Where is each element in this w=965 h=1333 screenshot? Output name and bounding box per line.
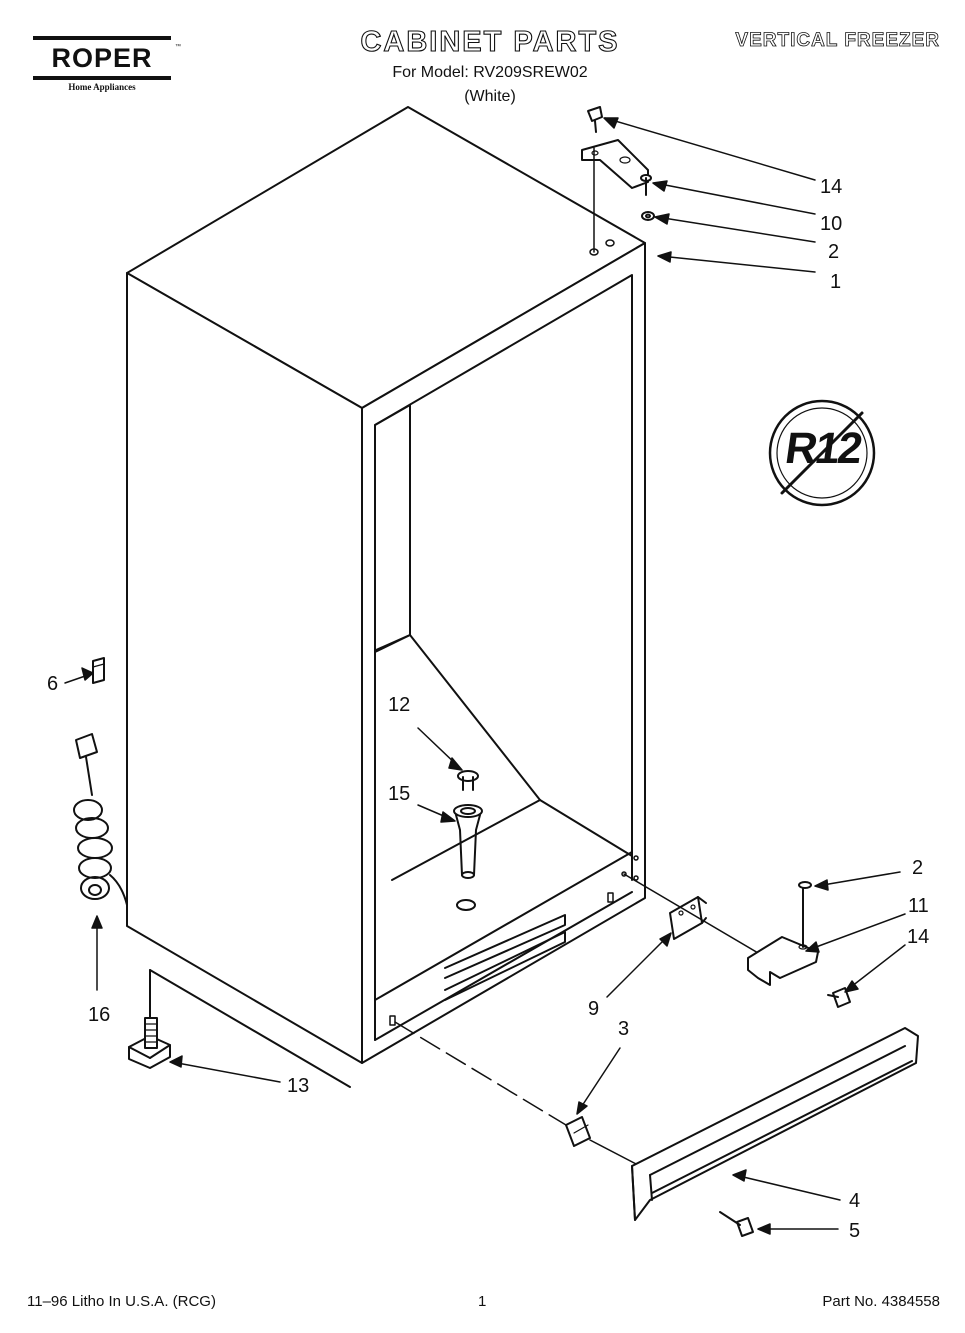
product-type: VERTICAL FREEZER: [735, 30, 940, 52]
callout-9: 9: [588, 998, 600, 1020]
grille-screw: [719, 1211, 754, 1237]
bottom-hinge-screw: [827, 987, 851, 1008]
callout-14-top: 14: [820, 176, 843, 198]
callout-5: 5: [849, 1220, 861, 1242]
callout-2-bottom: 2: [912, 857, 924, 879]
washer-bottom: [798, 881, 812, 889]
toe-grille: [631, 1027, 919, 1221]
drain-plug: [457, 770, 479, 791]
callout-4: 4: [849, 1190, 861, 1212]
part-number: Part No. 4384558: [822, 1293, 940, 1310]
wire-clip: [92, 657, 105, 684]
leveling-leg: [128, 1017, 171, 1069]
callout-11: 11: [908, 895, 929, 917]
model-line: For Model: RV209SREW02: [392, 64, 588, 81]
page-number: 1: [478, 1293, 487, 1310]
hinge-pin-top: [640, 174, 652, 196]
callout-6: 6: [47, 673, 59, 695]
roper-logo: ROPER ™: [33, 36, 181, 80]
callout-16: 16: [88, 1004, 111, 1026]
bottom-hinge: [747, 884, 819, 986]
logo-subtitle: Home Appliances: [68, 82, 136, 92]
hinge-bracket: [669, 896, 707, 940]
badge-text: R12: [782, 424, 864, 473]
power-cord: [73, 733, 128, 906]
callout-3: 3: [618, 1018, 630, 1040]
print-info: 11–96 Litho In U.S.A. (RCG): [27, 1293, 216, 1310]
color-line: (White): [464, 88, 516, 105]
drain-tube: [453, 804, 483, 879]
callout-14-bottom: 14: [907, 926, 930, 948]
cabinet-body: [126, 106, 646, 1064]
top-hinge-screw: [587, 106, 603, 133]
grille-clip: [565, 1116, 591, 1147]
page-title: CABINET PARTS: [360, 25, 620, 58]
callout-10: 10: [820, 213, 843, 235]
no-r12-badge: [768, 399, 876, 507]
washer-top: [641, 211, 655, 221]
callout-15: 15: [388, 783, 411, 805]
logo-text: ROPER: [51, 43, 153, 73]
top-hinge: [581, 139, 649, 253]
callout-2-top: 2: [828, 241, 840, 263]
callout-12: 12: [388, 694, 411, 716]
leader-lines: [64, 117, 906, 1235]
logo-trademark: ™: [175, 44, 181, 50]
callout-13: 13: [287, 1075, 310, 1097]
callout-1: 1: [830, 271, 842, 293]
